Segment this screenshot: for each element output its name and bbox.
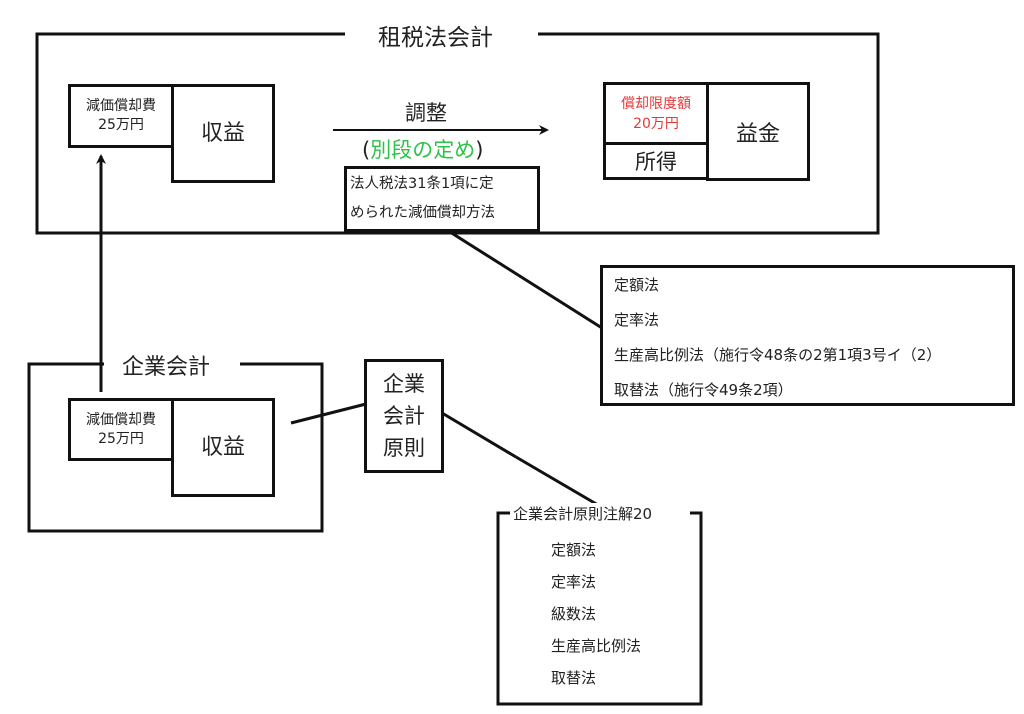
income-box: 所得 — [603, 142, 709, 180]
separate-provision-text: 別段の定め — [370, 138, 476, 162]
principles-note-title: 企業会計原則注解20 — [512, 503, 654, 524]
principles-method-item: 定額法 — [551, 541, 597, 559]
principles-method-item: 生産高比例法 — [551, 637, 642, 655]
corporate-accounting-title: 企業会計 — [122, 355, 211, 380]
statute-line-1: 法人税法31条1項に定 — [350, 176, 494, 192]
principles-method-item: 定率法 — [551, 573, 597, 591]
gross-revenue-box: 益金 — [706, 82, 810, 181]
principles-line-2: 会計 — [383, 404, 425, 428]
principles-line-3: 原則 — [383, 436, 425, 460]
depreciation-limit-label: 償却限度額 — [621, 95, 691, 112]
tax-accounting-frame — [35, 32, 880, 235]
depreciation-limit-box: 償却限度額 20万円 — [603, 82, 709, 145]
tax-method-item: 取替法（施行令49条2項） — [614, 381, 793, 399]
income-label: 所得 — [635, 150, 677, 174]
statute-line-2: められた減価償却方法 — [350, 205, 495, 221]
tax-revenue-label: 収益 — [200, 120, 245, 146]
statute-connector — [449, 230, 603, 330]
corporate-depreciation-box: 減価償却費 25万円 — [68, 398, 174, 461]
tax-depreciation-amount: 25万円 — [98, 117, 144, 133]
corporate-revenue-label: 収益 — [200, 434, 245, 460]
corporate-revenue-box: 収益 — [171, 398, 275, 497]
separate-provision-note: (別段の定め) — [362, 134, 483, 164]
corporate-accounting-frame — [27, 362, 324, 533]
paren-open: ( — [362, 138, 371, 162]
tax-revenue-box: 収益 — [171, 84, 275, 183]
corporate-depreciation-label: 減価償却費 — [86, 411, 156, 428]
principles-connector-right — [441, 411, 517, 459]
principles-line-1: 企業 — [383, 372, 425, 396]
tax-method-item: 定率法 — [614, 311, 660, 329]
gross-revenue-label: 益金 — [735, 121, 780, 147]
principles-method-item: 級数法 — [551, 605, 597, 623]
accounting-principles-box: 企業 会計 原則 — [364, 359, 444, 473]
tax-method-item: 定額法 — [614, 276, 660, 294]
principles-note-list: 定額法 定率法 級数法 生産高比例法 取替法 — [551, 534, 641, 694]
principles-note-top-left — [496, 511, 510, 520]
depreciation-limit-amount: 20万円 — [633, 115, 679, 132]
principles-note-frame — [496, 520, 703, 706]
tax-accounting-title: 租税法会計 — [378, 25, 493, 51]
principles-connector-left — [290, 402, 367, 425]
corporate-depreciation-amount: 25万円 — [98, 430, 144, 447]
tax-methods-box: 定額法 定率法 生産高比例法（施行令48条の2第1項3号イ（2） 取替法（施行令… — [600, 265, 1015, 406]
tax-method-item: 生産高比例法（施行令48条の2第1項3号イ（2） — [614, 346, 942, 364]
adjustment-label: 調整 — [405, 101, 447, 125]
tax-depreciation-label: 減価償却費 — [86, 98, 156, 114]
paren-close: ) — [475, 138, 484, 162]
statute-box: 法人税法31条1項に定 められた減価償却方法 — [344, 166, 540, 232]
principles-connector-right-2 — [515, 455, 599, 507]
principles-note-top-right — [690, 511, 703, 520]
tax-depreciation-box: 減価償却費 25万円 — [68, 84, 174, 148]
principles-method-item: 取替法 — [551, 669, 597, 687]
